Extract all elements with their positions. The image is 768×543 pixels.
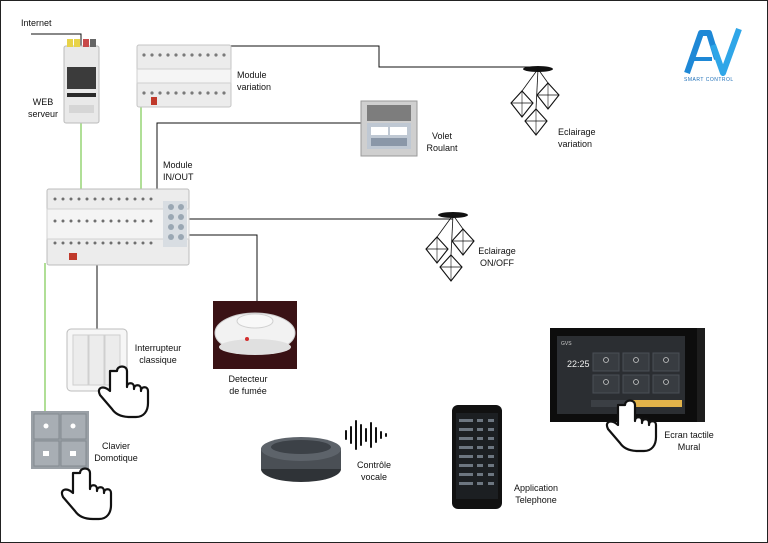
io-module-device [46,188,190,266]
wall-touchscreen-device: GVS 22:25 [550,328,705,422]
svg-text:22:25: 22:25 [567,359,590,369]
svg-text:GVS: GVS [561,341,572,347]
io-to-shutter-wire [156,122,361,191]
phone-device [452,405,502,509]
dimmer-to-lamp-wire [231,45,538,68]
io-to-smoke-wire [189,234,258,301]
keypad-device [31,411,89,469]
brand-logo [684,27,742,76]
smoke-detector-device [213,301,297,369]
internet-label: Internet [21,18,52,28]
wall-touchscreen-label: Ecran tactile Mural [664,430,714,452]
sound-wave-icon [345,420,387,450]
bus-wires [44,107,142,411]
dimmer-module-label: Module variation [237,70,272,92]
phone-app-label: Application Telephone [513,483,559,505]
web-server-device [63,39,100,124]
dimmed-lighting-label: Eclairage variation [558,127,596,149]
keypad-label: Clavier Domotique [94,441,138,463]
shutter-device [360,100,418,157]
smart-speaker-device [261,437,341,482]
pendant-lamp-icon [510,66,560,136]
internet-wire [31,33,82,46]
pendant-lamp-icon [425,212,475,282]
smoke-detector-label: Detecteur de fumée [228,374,268,396]
io-module-label: Module IN/OUT [163,160,194,182]
pointing-hand-icon [605,399,658,453]
voice-control-label: Contrôle vocale [356,460,392,482]
classic-switch-device [66,328,128,392]
logo-subtitle: SMART CONTROL [684,77,734,83]
pointing-hand-icon [97,365,150,419]
onoff-lighting-label: Eclairage ON/OFF [478,246,516,268]
classic-switch-label: Interrupteur classique [134,343,182,365]
black-wires [31,33,538,329]
pointing-hand-icon [60,467,113,521]
web-server-label: WEB serveur [27,97,58,119]
shutter-label: Volet Roulant [426,131,458,153]
